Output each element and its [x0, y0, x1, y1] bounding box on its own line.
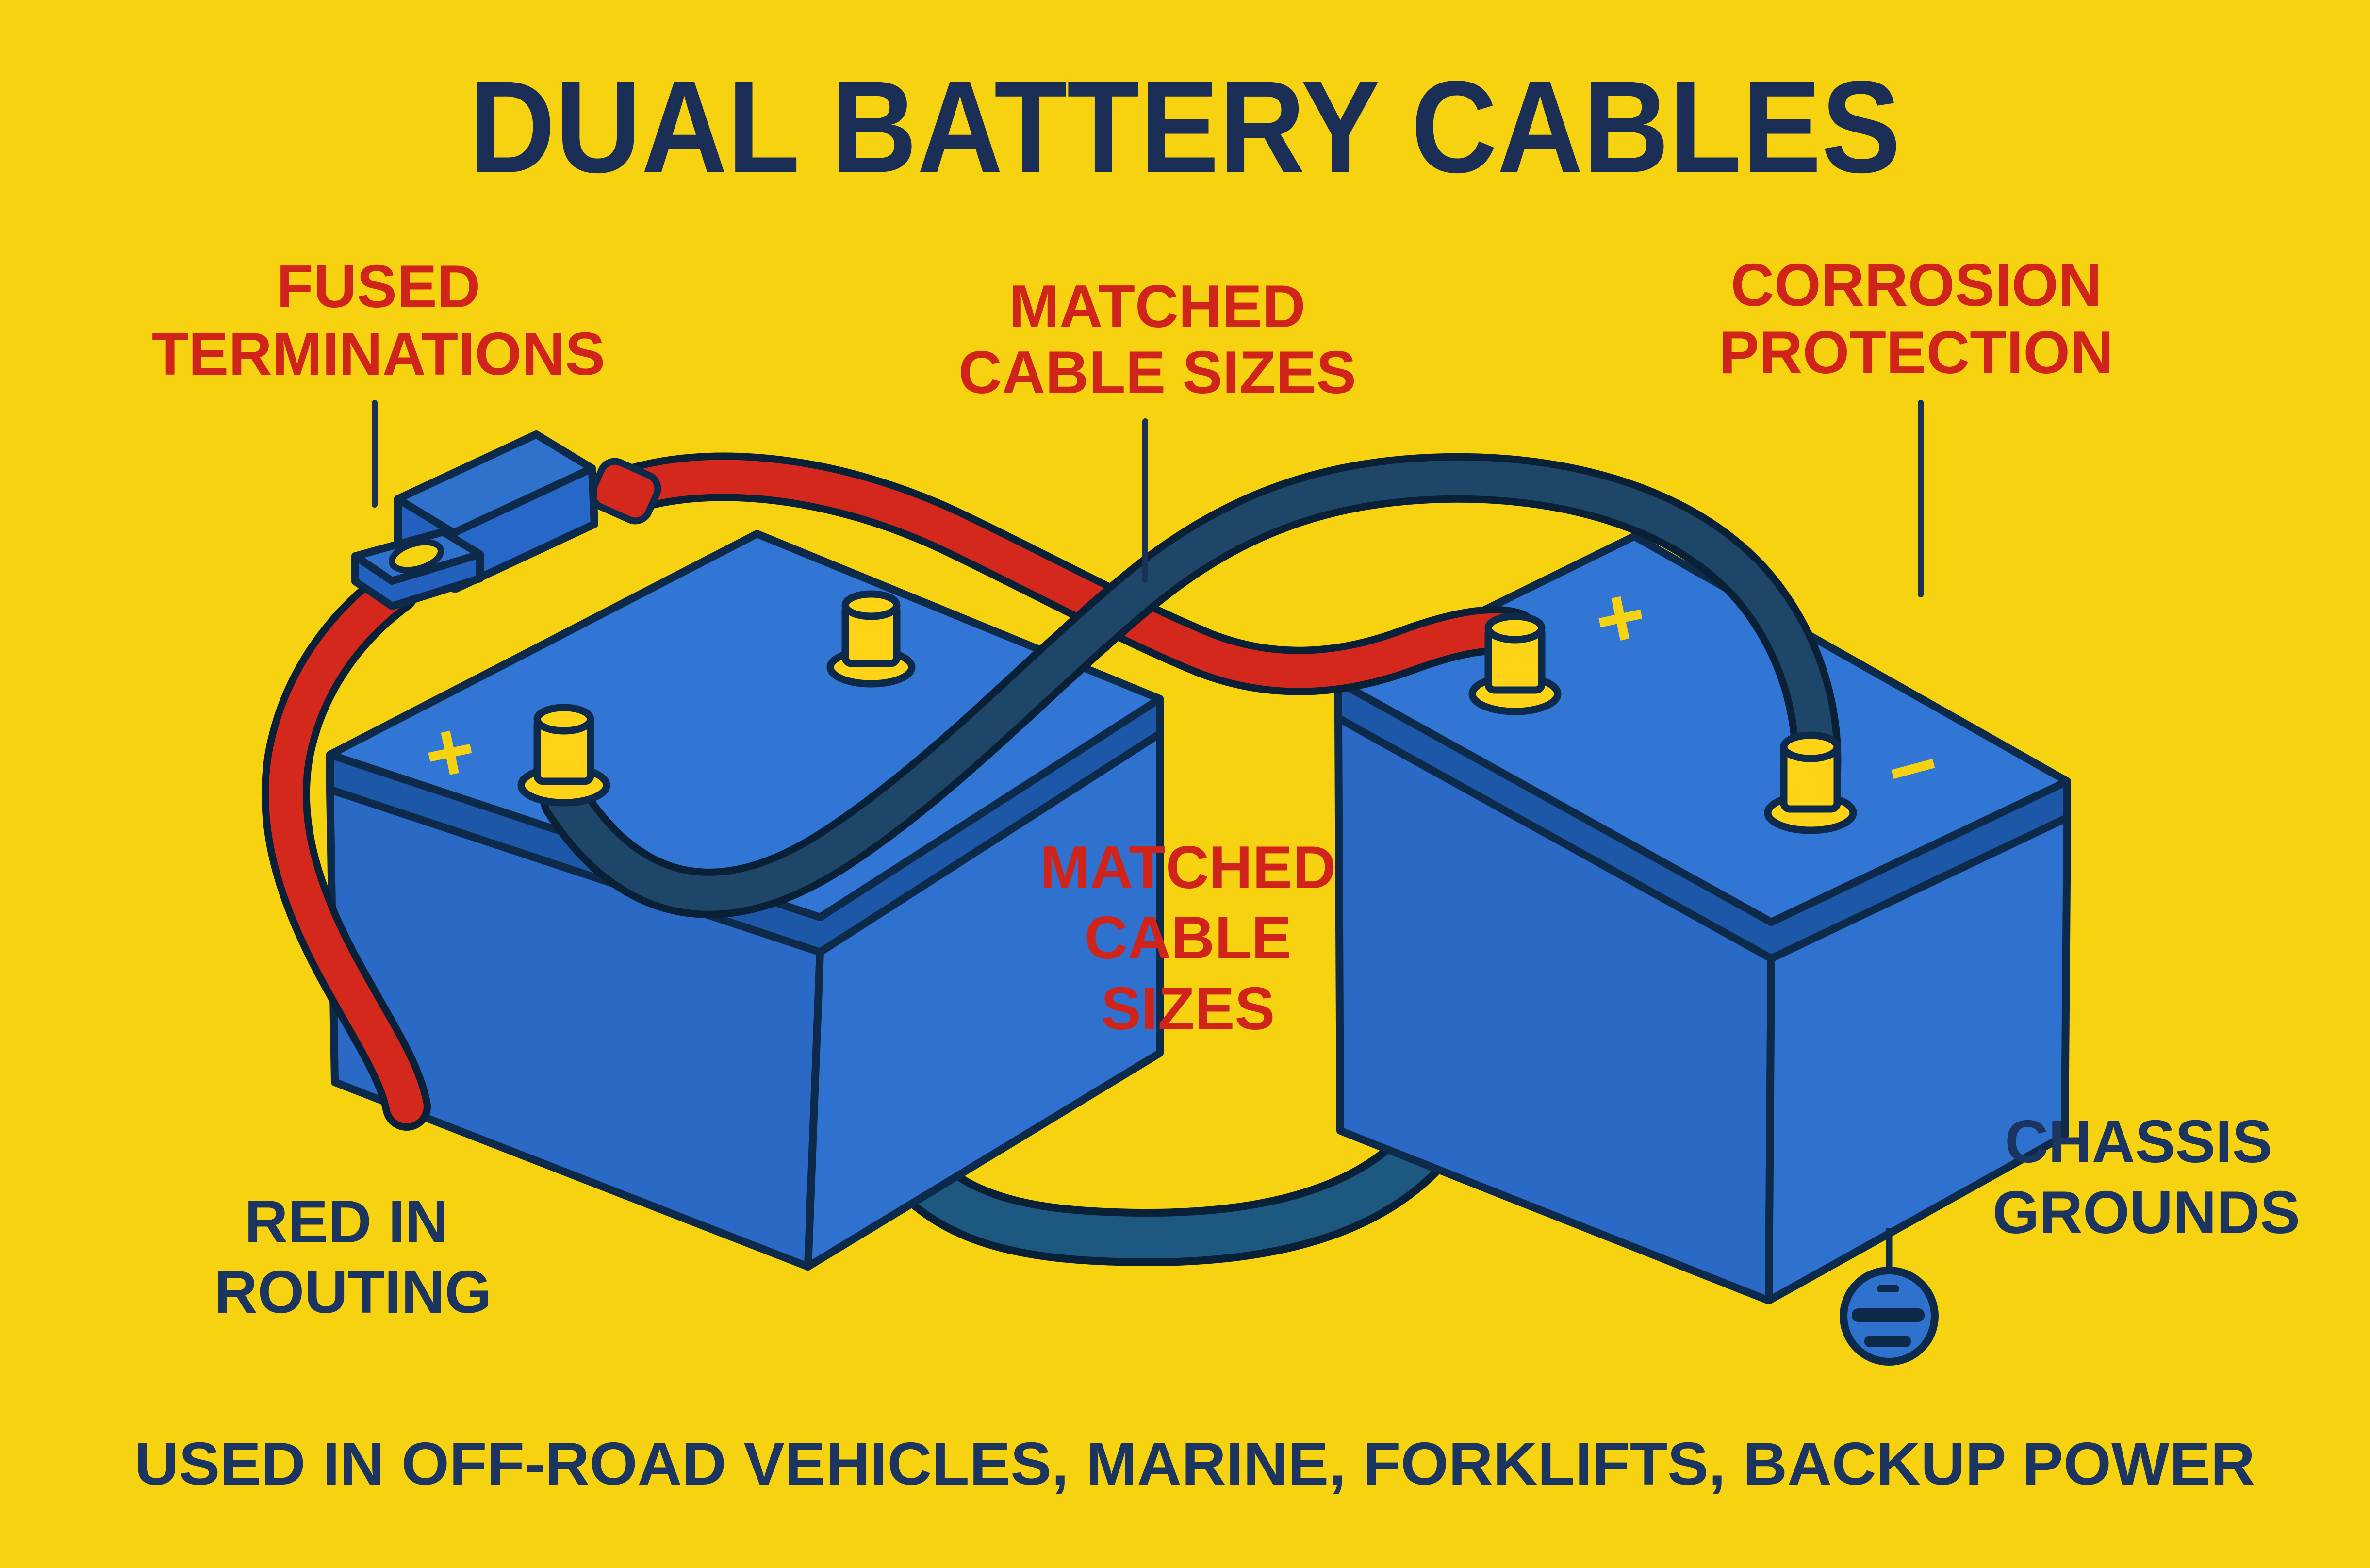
callout-line: TERMINATIONS [152, 321, 606, 388]
fuse-holder-top-face [394, 430, 596, 537]
fuse-cable-boot [589, 458, 661, 525]
callout-line: MATCHED [1009, 273, 1306, 340]
right-battery [1334, 532, 2071, 1304]
callout-line: SIZES [1101, 975, 1275, 1042]
right-battery-seam-line [1766, 968, 1773, 1294]
callout-red-in-routing: RED IN ROUTING [214, 1188, 492, 1326]
red-routing-cable-core [268, 573, 424, 1123]
ground-bar-long [1852, 1308, 1925, 1322]
left-battery-seam-line [806, 963, 821, 1260]
negative-cable [541, 453, 1842, 918]
callout-line: CABLE SIZES [958, 339, 1356, 406]
callout-line: RED IN [245, 1188, 448, 1255]
left-battery-front-terminal [517, 704, 610, 807]
callout-fused-terminations: FUSED TERMINATIONS [152, 253, 606, 388]
callout-line: ROUTING [214, 1259, 492, 1326]
callout-line: CORROSION [1731, 252, 2102, 319]
right-battery-negative-terminal [1764, 731, 1857, 834]
callout-matched-cable-sizes-top: MATCHED CABLE SIZES [958, 273, 1356, 406]
callout-line: PROTECTION [1719, 319, 2114, 386]
callout-matched-cable-sizes-center: MATCHED CABLE SIZES [1040, 834, 1336, 1042]
callout-line: CABLE [1084, 905, 1291, 972]
left-battery-rear-terminal [826, 590, 916, 688]
callout-line: GROUNDS [1992, 1179, 2300, 1246]
callout-line: CHASSIS [2005, 1108, 2272, 1175]
callout-corrosion-protection: CORROSION PROTECTION [1719, 252, 2114, 386]
callout-line: MATCHED [1040, 834, 1336, 901]
red-routing-cable [261, 565, 431, 1131]
page-title: DUAL BATTERY CABLES [469, 54, 1901, 200]
negative-cable-core [548, 460, 1834, 911]
footer-usage-text: USED IN OFF-ROAD VEHICLES, MARINE, FORKL… [134, 1431, 2255, 1498]
fuse-ring-terminal-hole [389, 539, 444, 574]
fuse-holder [351, 430, 661, 610]
callout-chassis-grounds: CHASSIS GROUNDS [1992, 1108, 2300, 1246]
right-battery-positive-terminal [1468, 612, 1562, 715]
chassis-ground-symbol [1840, 1228, 1939, 1366]
ground-bar-small [1877, 1285, 1899, 1292]
callout-line: FUSED [277, 253, 480, 320]
ground-bar-short [1864, 1336, 1911, 1347]
